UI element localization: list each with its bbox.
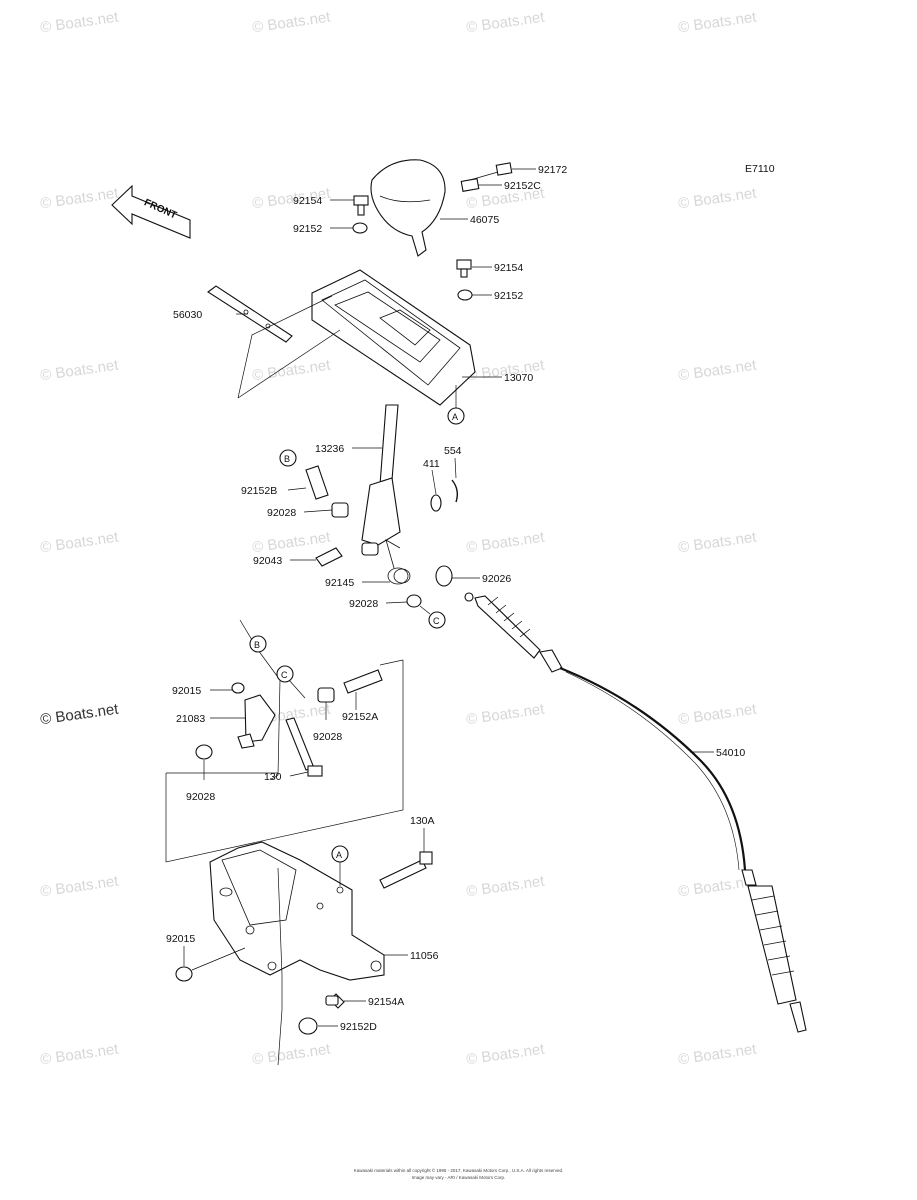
diagram-code: E7110 (745, 163, 775, 175)
clip-554 (451, 479, 459, 503)
shift-lever-13236 (361, 404, 401, 546)
label-92026: 92026 (482, 573, 511, 585)
bolt-92154-right (456, 259, 472, 278)
label-130: 130 (264, 771, 282, 783)
ref-circle-a-lower: A (331, 845, 349, 886)
nut-92015-a (231, 682, 245, 694)
label-554: 554 (444, 445, 462, 457)
shift-cable-54010 (464, 592, 807, 1033)
label-92145: 92145 (325, 577, 354, 589)
label-92028-c: 92028 (313, 731, 342, 743)
label-411: 411 (423, 458, 440, 470)
label-92172: 92172 (538, 164, 567, 176)
collar-92152d (298, 1017, 318, 1035)
label-92152a: 92152A (342, 711, 378, 723)
label-21083: 21083 (176, 713, 205, 725)
label-92154-left: 92154 (293, 195, 322, 207)
bracket-56030 (207, 285, 293, 343)
shift-knob-46075 (370, 159, 446, 257)
label-92154-right: 92154 (494, 262, 523, 274)
front-arrow-icon: FRONT (111, 184, 191, 239)
label-92152c: 92152C (504, 180, 541, 192)
label-130a: 130A (410, 815, 435, 827)
label-92043: 92043 (253, 555, 282, 567)
nut-92015-b (175, 947, 246, 982)
bushing-92028-c (317, 687, 335, 703)
label-92152b: 92152B (241, 485, 277, 497)
copyright-line-1: Kawasaki materials within all copyright … (353, 1168, 564, 1173)
spring-92145 (385, 539, 411, 585)
label-46075: 46075 (470, 214, 499, 226)
mounting-bracket-11056 (209, 841, 385, 981)
collar-92152b (305, 465, 329, 500)
pin-92043 (315, 547, 343, 567)
label-13070: 13070 (504, 372, 533, 384)
svg-text:B: B (284, 454, 290, 464)
label-92028-a: 92028 (267, 507, 296, 519)
label-54010: 54010 (716, 747, 745, 759)
collar-92152c (460, 178, 480, 192)
label-92015-b: 92015 (166, 933, 195, 945)
label-13236: 13236 (315, 443, 344, 455)
ref-circle-c-lower: C (276, 665, 306, 699)
label-92028-d: 92028 (186, 791, 215, 803)
ref-circle-c-upper: C (419, 605, 446, 629)
bolt-92154a (325, 993, 345, 1009)
svg-text:C: C (281, 670, 288, 680)
shift-cover-13070 (311, 269, 476, 406)
label-92152d: 92152D (340, 1021, 377, 1033)
bolt-92154-left (353, 195, 369, 216)
washer-411 (430, 494, 442, 512)
collar-92152-right (457, 289, 473, 301)
copyright-line-2: Image may vary - ARI / Kawasaki Motors C… (411, 1175, 506, 1180)
bushing-92028-b (406, 594, 422, 608)
label-56030: 56030 (173, 309, 202, 321)
svg-text:A: A (336, 850, 342, 860)
ref-circle-b-upper: B (279, 449, 297, 467)
svg-text:C: C (433, 616, 440, 626)
bolt-130 (285, 717, 323, 777)
label-92028-b: 92028 (349, 598, 378, 610)
bracket-21083 (237, 694, 276, 749)
svg-text:A: A (452, 412, 458, 422)
bushing-92028-d (195, 744, 213, 760)
svg-text:B: B (254, 640, 260, 650)
collar-near-spring (361, 542, 379, 556)
screw-92172 (469, 162, 513, 181)
leader-lines (183, 168, 714, 1027)
label-92015-a: 92015 (172, 685, 201, 697)
bushing-92028-a (331, 502, 349, 518)
nut-92026 (435, 565, 453, 587)
collar-92152-left (352, 222, 368, 234)
label-92152-right: 92152 (494, 290, 523, 302)
bolt-130a (379, 851, 433, 889)
collar-92152a (343, 669, 383, 694)
ref-circle-b-lower: B (249, 635, 267, 653)
label-11056: 11056 (410, 950, 439, 962)
label-92154a: 92154A (368, 996, 404, 1008)
label-92152-left: 92152 (293, 223, 322, 235)
ref-circle-a-upper: A (447, 385, 465, 425)
